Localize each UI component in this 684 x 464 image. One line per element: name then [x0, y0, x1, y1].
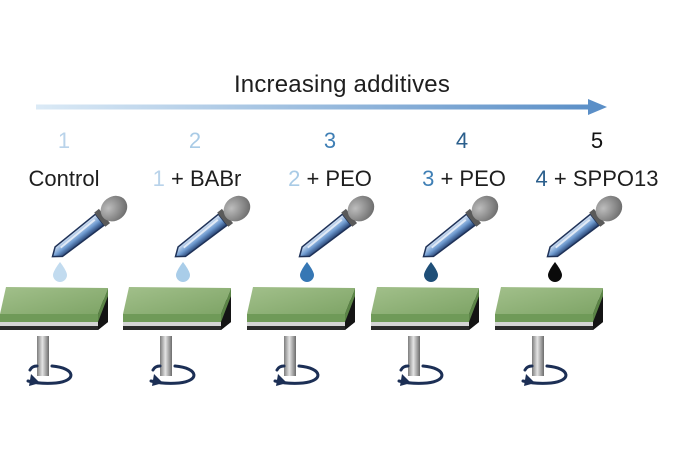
step-number: 2 — [188, 128, 202, 153]
step-number: 3 — [323, 128, 337, 153]
step-panel — [0, 195, 128, 386]
film-layer — [123, 287, 231, 314]
step-prefix: 4 — [535, 166, 548, 191]
step-prefix: 2 — [288, 166, 301, 191]
substrate — [123, 287, 231, 330]
substrate — [0, 287, 108, 330]
step-panel — [371, 195, 499, 386]
step-number: 1 — [57, 128, 71, 153]
step-label: 2 + PEO — [230, 166, 430, 192]
step-additive: + PEO — [300, 166, 372, 191]
arrow-head — [588, 99, 607, 115]
spin-shaft — [284, 336, 296, 376]
droplet-icon — [548, 262, 562, 282]
step-label: Control — [0, 166, 164, 192]
arrow-shaft — [36, 104, 591, 110]
film-layer — [247, 287, 355, 314]
spin-shaft — [160, 336, 172, 376]
pipette-icon — [51, 195, 128, 258]
pipette-icon — [546, 195, 623, 258]
pipette-icon — [298, 195, 375, 258]
step-label: 3 + PEO — [364, 166, 564, 192]
pipette-icon — [422, 195, 499, 258]
substrate — [371, 287, 479, 330]
substrate — [495, 287, 603, 330]
droplet-icon — [300, 262, 314, 282]
step-label: 1 + BABr — [97, 166, 297, 192]
step-prefix: 1 — [152, 166, 165, 191]
step-number: 4 — [455, 128, 469, 153]
step-panel — [495, 195, 623, 386]
step-additive: + PEO — [434, 166, 506, 191]
step-panel — [123, 195, 251, 386]
film-layer — [495, 287, 603, 314]
step-prefix: 3 — [422, 166, 435, 191]
droplet-icon — [53, 262, 67, 282]
spin-shaft — [532, 336, 544, 376]
step-additive: + BABr — [164, 166, 242, 191]
droplet-icon — [176, 262, 190, 282]
spin-shaft — [37, 336, 49, 376]
substrate — [247, 287, 355, 330]
step-panel — [247, 195, 375, 386]
pipette-icon — [174, 195, 251, 258]
step-additive: + SPPO13 — [547, 166, 659, 191]
spin-shaft — [408, 336, 420, 376]
title: Increasing additives — [233, 71, 451, 98]
film-layer — [0, 287, 108, 314]
step-additive: Control — [28, 166, 100, 191]
step-label: 4 + SPPO13 — [497, 166, 684, 192]
droplet-icon — [424, 262, 438, 282]
step-number: 5 — [590, 128, 604, 153]
film-layer — [371, 287, 479, 314]
